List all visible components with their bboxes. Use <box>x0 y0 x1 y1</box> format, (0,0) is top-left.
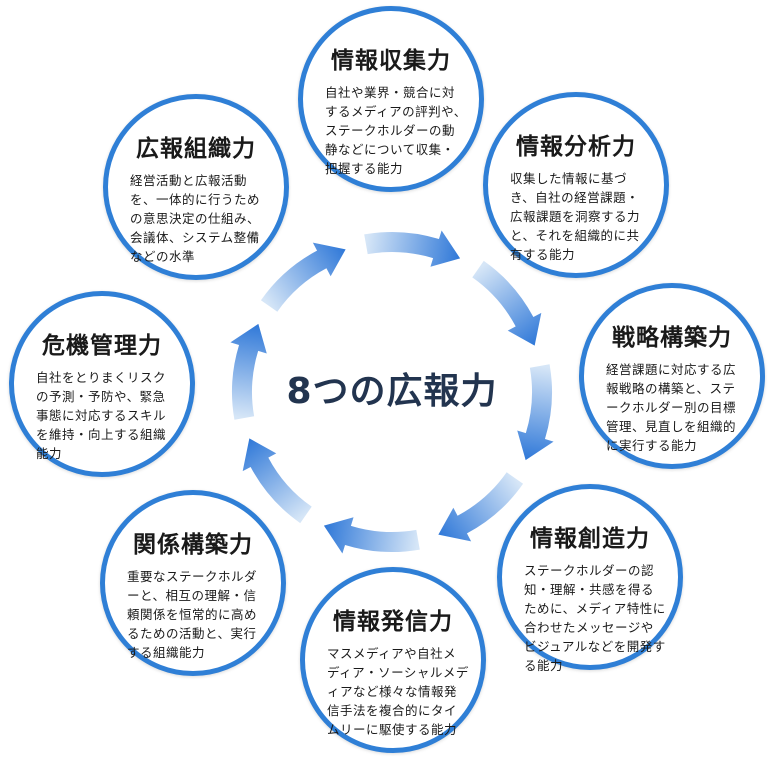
node-title: 情報分析力 <box>516 134 636 160</box>
cycle-arrow <box>230 323 267 420</box>
node-description: 収集した情報に基づき、自社の経営課題・広報課題を洞察する力と、それを組織的に共有… <box>510 171 641 262</box>
cycle-arrow <box>517 364 554 461</box>
node-description: ステークホルダーの認知・理解・共感を得るために、メディア特性に合わせたメッセージ… <box>524 563 666 673</box>
cycle-arrow <box>438 472 524 542</box>
node-description: 重要なステークホルダーと、相互の理解・信頼関係を恒常的に高めるための活動と、実行… <box>127 569 258 660</box>
node-crisis: 危機管理力 自社をとりまくリスクの予測・予防や、緊急事態に対応するスキルを維持・… <box>9 291 195 477</box>
node-title: 危機管理力 <box>42 333 162 359</box>
node-description: 自社をとりまくリスクの予測・予防や、緊急事態に対応するスキルを維持・向上する組織… <box>36 370 167 461</box>
node-dissemination: 情報発信力 マスメディアや自社メディア・ソーシャルメディアなど様々な情報発信手法… <box>300 567 486 753</box>
node-organization: 広報組織力 経営活動と広報活動を、一体的に行うための意思決定の仕組み、会議体、シ… <box>103 94 289 280</box>
node-title: 関係構築力 <box>133 532 253 558</box>
node-title: 広報組織力 <box>136 136 256 162</box>
center-label: 8つの広報力 <box>286 371 498 412</box>
node-description: 経営課題に対応する広報戦略の構築と、ステークホルダー別の目標管理、見直しを組織的… <box>606 362 737 453</box>
node-title: 情報創造力 <box>530 526 650 552</box>
cycle-arrow <box>260 242 346 312</box>
node-strategy: 戦略構築力 経営課題に対応する広報戦略の構築と、ステークホルダー別の目標管理、見… <box>579 283 765 469</box>
cycle-arrow <box>323 517 420 554</box>
node-description: 経営活動と広報活動を、一体的に行うための意思決定の仕組み、会議体、システム整備な… <box>130 173 261 264</box>
cycle-arrow <box>242 438 312 524</box>
node-description: 自社や業界・競合に対するメディアの評判や、ステークホルダーの動静などについて収集… <box>325 85 467 176</box>
node-relationship: 関係構築力 重要なステークホルダーと、相互の理解・信頼関係を恒常的に高めるための… <box>100 490 286 676</box>
node-analysis: 情報分析力 収集した情報に基づき、自社の経営課題・広報課題を洞察する力と、それを… <box>483 92 669 278</box>
node-title: 情報収集力 <box>331 48 451 74</box>
cycle-arrows <box>230 230 554 554</box>
node-creation: 情報創造力 ステークホルダーの認知・理解・共感を得るために、メディア特性に合わせ… <box>497 484 683 673</box>
node-title: 情報発信力 <box>333 609 453 635</box>
cycle-arrow <box>364 230 461 267</box>
node-description: マスメディアや自社メディア・ソーシャルメディアなど様々な情報発信手法を複合的にタ… <box>327 646 469 737</box>
node-title: 戦略構築力 <box>612 325 732 351</box>
cycle-arrow <box>472 260 542 346</box>
node-collection: 情報収集力 自社や業界・競合に対するメディアの評判や、ステークホルダーの動静など… <box>298 6 484 192</box>
